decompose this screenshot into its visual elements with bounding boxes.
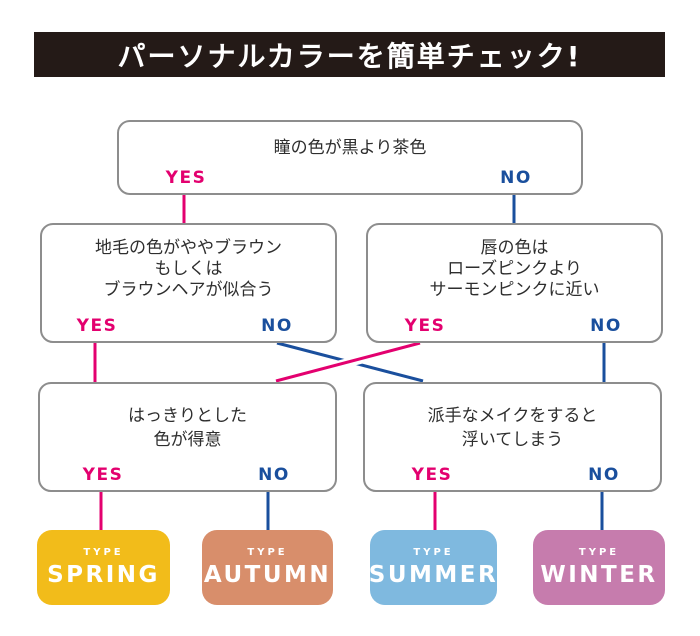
no-label: NO xyxy=(588,465,620,485)
question-text: 唇の色は ローズピンクより サーモンピンクに近い xyxy=(368,225,661,301)
no-label: NO xyxy=(261,316,293,336)
yes-label: YES xyxy=(82,465,124,485)
question-line: はっきりとした xyxy=(128,406,247,426)
question-box-lip-color: 唇の色は ローズピンクより サーモンピンクに近い YES NO xyxy=(366,223,663,343)
yes-label: YES xyxy=(76,316,118,336)
question-line: ローズピンクより xyxy=(447,259,582,279)
question-line: 派手なメイクをすると xyxy=(427,406,598,426)
question-text: 瞳の色が黒より茶色 xyxy=(119,122,581,159)
yes-label: YES xyxy=(404,316,446,336)
question-box-hair-color: 地毛の色がややブラウン もしくは ブラウンヘアが似合う YES NO xyxy=(40,223,337,343)
no-label: NO xyxy=(500,168,532,188)
question-box-vivid-colors: はっきりとした 色が得意 YES NO xyxy=(38,382,337,492)
type-label: TYPE xyxy=(247,547,288,558)
question-text: 地毛の色がややブラウン もしくは ブラウンヘアが似合う xyxy=(42,225,335,301)
question-line: もしくは xyxy=(154,259,223,279)
type-label: TYPE xyxy=(578,547,620,558)
type-label: TYPE xyxy=(413,547,454,558)
title-banner: パーソナルカラーを簡単チェック! xyxy=(34,32,665,77)
question-line: 浮いてしまう xyxy=(461,430,564,450)
result-card-spring: TYPE SPRING xyxy=(37,530,170,605)
result-name: SPRING xyxy=(47,562,160,588)
result-name: AUTUMN xyxy=(203,562,332,588)
question-line: ブラウンヘアが似合う xyxy=(103,280,274,300)
question-line: 色が得意 xyxy=(153,430,222,450)
result-card-summer: TYPE SUMMER xyxy=(368,530,499,605)
question-line: 瞳の色が黒より茶色 xyxy=(273,138,427,158)
line-lip-yes-diagonal xyxy=(275,341,421,383)
result-name: WINTER xyxy=(540,562,658,588)
yes-label: YES xyxy=(165,168,207,188)
result-card-autumn: TYPE AUTUMN xyxy=(202,530,333,605)
result-card-winter: TYPE WINTER xyxy=(533,530,665,605)
question-line: 唇の色は xyxy=(480,238,549,258)
type-label: TYPE xyxy=(83,547,124,558)
question-text: 派手なメイクをすると 浮いてしまう xyxy=(365,384,660,452)
result-name: SUMMER xyxy=(368,562,499,588)
no-label: NO xyxy=(590,316,622,336)
page-title: パーソナルカラーを簡単チェック! xyxy=(117,39,582,73)
yes-label: YES xyxy=(411,465,453,485)
question-box-flashy-makeup: 派手なメイクをすると 浮いてしまう YES NO xyxy=(363,382,662,492)
question-line: 地毛の色がややブラウン xyxy=(95,238,282,258)
question-text: はっきりとした 色が得意 xyxy=(40,384,335,452)
question-box-eye-color: 瞳の色が黒より茶色 YES NO xyxy=(117,120,583,195)
no-label: NO xyxy=(258,465,290,485)
question-line: サーモンピンクに近い xyxy=(429,280,600,300)
